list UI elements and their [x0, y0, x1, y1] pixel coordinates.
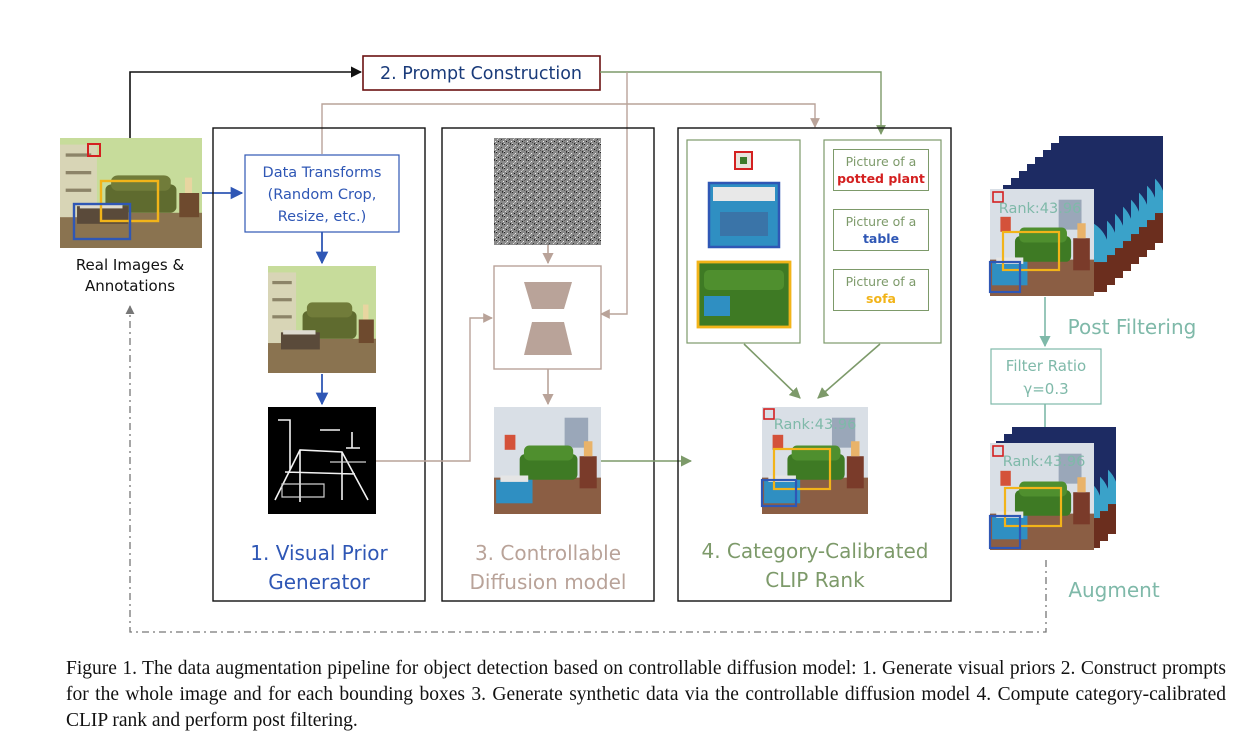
encoder-shape — [524, 282, 572, 309]
text-prompt-prefix: Picture of a — [845, 154, 917, 169]
visual-prior-title-line2: Generator — [268, 570, 370, 594]
prompt-to-diffusion-arrow — [600, 72, 628, 319]
text-prompt-prefix: Picture of a — [845, 214, 917, 229]
filter-ratio-line2: γ=0.3 — [1023, 380, 1068, 398]
prompt-construction-box — [362, 55, 601, 91]
edge-map-visual-prior — [268, 407, 376, 514]
augment-rank-score: Rank:43.96 — [1003, 454, 1086, 470]
cropped-image — [268, 266, 376, 373]
ranked-table-bbox — [760, 478, 798, 508]
pipeline-diagram: 2. Prompt Construction Real Images & Ann… — [60, 55, 1197, 633]
text-prompt-box: Picture of a potted plant — [833, 149, 929, 191]
image-to-prompt-arrow — [129, 66, 363, 138]
figure-caption: Figure 1. The data augmentation pipeline… — [66, 658, 1226, 731]
transforms-to-clip-arrow — [321, 103, 820, 154]
diffusion-title-line2: Diffusion model — [470, 570, 627, 594]
real-image — [60, 138, 202, 248]
clip-rank-score: Rank:43.96 — [774, 417, 857, 433]
text-prompt-category: potted plant — [837, 171, 925, 186]
prompt-construction-label: 2. Prompt Construction — [380, 64, 582, 84]
crops-box — [686, 139, 801, 344]
sofa-crop — [696, 260, 792, 329]
potted-plant-crop — [734, 151, 753, 170]
diffusion-title-line1: 3. Controllable — [475, 541, 621, 565]
text-prompt-category: table — [862, 231, 900, 246]
clip-rank-panel — [677, 127, 952, 602]
stack-rank-score: Rank:43.96 — [999, 201, 1082, 217]
text-prompt-category: sofa — [866, 291, 896, 306]
crops-to-rank-arrow — [743, 343, 801, 399]
text-prompt-box: Picture of a table — [833, 209, 929, 251]
filter-ratio-box — [990, 348, 1102, 405]
text-prompts-box — [823, 139, 942, 344]
ranked-sofa-bbox — [772, 447, 832, 491]
augment-feedback-loop — [125, 305, 1047, 633]
diffusion-panel — [441, 127, 655, 602]
text-prompt-box: Picture of a sofa — [833, 269, 929, 311]
input-label-line1: Real Images & — [76, 256, 185, 274]
potted-plant-bbox — [87, 143, 101, 157]
data-transforms-line2: (Random Crop, — [268, 187, 377, 203]
data-transforms-box — [244, 154, 400, 233]
generated-image-stack — [988, 136, 1163, 296]
filtered-image-stack — [988, 427, 1116, 550]
ranked-plant-bbox — [763, 408, 775, 420]
decoder-shape — [524, 322, 572, 355]
data-transforms-line1: Data Transforms — [263, 165, 382, 181]
post-filtering-title: Post Filtering — [1068, 315, 1197, 339]
filter-ratio-line1: Filter Ratio — [1006, 357, 1086, 375]
synthetic-image — [494, 407, 601, 514]
noise-image — [494, 138, 601, 245]
prior-to-diffusion-arrow — [376, 313, 493, 462]
text-prompt-prefix: Picture of a — [845, 274, 917, 289]
visual-prior-panel — [212, 127, 426, 602]
table-crop — [707, 181, 781, 249]
clip-rank-title-line1: 4. Category-Calibrated — [701, 539, 928, 563]
data-transforms-line3: Resize, etc.) — [278, 209, 367, 225]
prompts-to-rank-arrow — [817, 343, 881, 399]
table-bbox — [72, 202, 132, 241]
augment-title: Augment — [1068, 578, 1160, 602]
visual-prior-title-line1: 1. Visual Prior — [250, 541, 388, 565]
prompt-to-text-arrow — [600, 71, 886, 135]
input-label-line2: Annotations — [85, 277, 175, 295]
clip-rank-title-line2: CLIP Rank — [765, 568, 865, 592]
